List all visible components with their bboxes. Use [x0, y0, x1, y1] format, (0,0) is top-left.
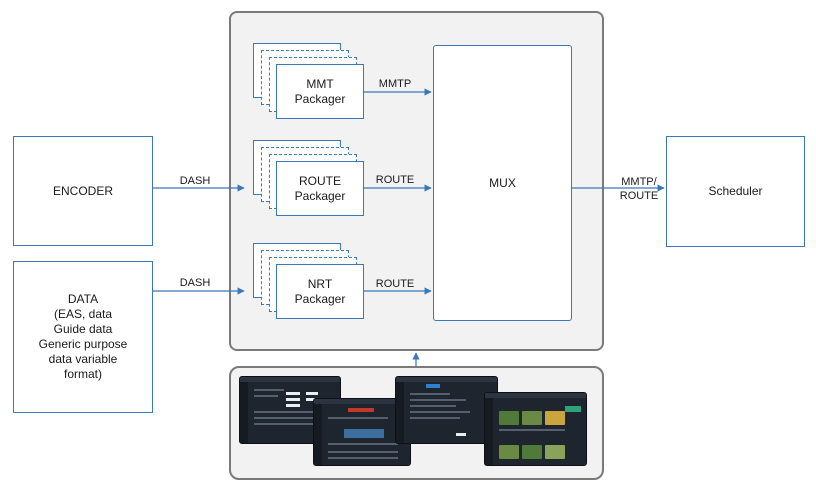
label-mmtp-route-line1: MMTP/ — [621, 176, 657, 188]
label-route-route: ROUTE — [375, 174, 415, 186]
encoder-box: ENCODER — [13, 136, 153, 246]
monitoring-screenshot-icon — [313, 398, 411, 466]
label-dash-encoder: DASH — [179, 175, 211, 187]
label-dash-data: DASH — [179, 277, 211, 289]
mmt-packager-line1: MMT — [306, 76, 334, 91]
data-line-5: data variable — [48, 352, 118, 366]
data-line-6: format) — [63, 367, 102, 381]
data-line-3: Guide data — [53, 322, 113, 336]
data-line-1: DATA — [67, 292, 99, 306]
scheduler-label: Scheduler — [708, 184, 763, 198]
nrt-packager-line2: Packager — [294, 291, 346, 306]
data-source-box: DATA (EAS, data Guide data Generic purpo… — [13, 261, 153, 413]
mmt-packager-line2: Packager — [294, 91, 346, 106]
mux-box: MUX — [433, 45, 572, 321]
nrt-packager-box: NRT Packager — [276, 264, 364, 319]
label-mmtp-route-line2: ROUTE — [619, 190, 659, 202]
label-mmtp: MMTP — [378, 78, 412, 90]
route-packager-line2: Packager — [294, 188, 346, 203]
data-line-4: Generic purpose — [38, 337, 128, 351]
data-line-2: (EAS, data — [53, 307, 113, 321]
route-packager-box: ROUTE Packager — [276, 161, 364, 216]
route-packager-line1: ROUTE — [299, 173, 341, 188]
settings-screenshot-icon — [395, 376, 498, 444]
mmt-packager-box: MMT Packager — [276, 64, 364, 119]
video-grid-screenshot-icon — [484, 392, 587, 466]
mux-label: MUX — [489, 175, 516, 190]
scheduler-box: Scheduler — [666, 136, 805, 247]
encoder-label: ENCODER — [52, 183, 113, 198]
nrt-packager-line1: NRT — [307, 276, 333, 291]
label-route-nrt: ROUTE — [375, 278, 415, 290]
